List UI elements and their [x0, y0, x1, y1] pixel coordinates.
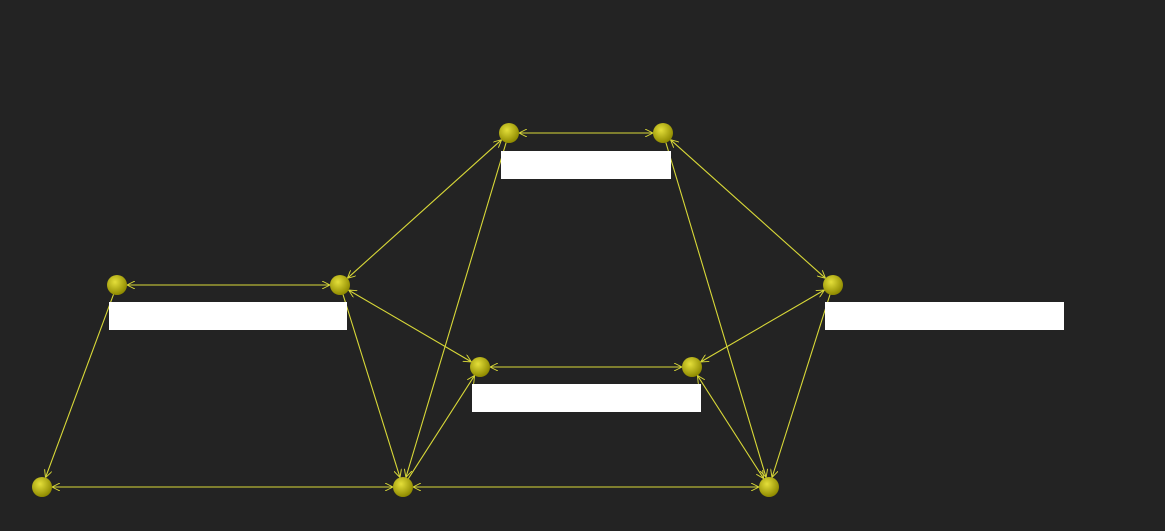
- edge-n6-n8: [697, 375, 763, 478]
- edge-n3-n8: [665, 142, 766, 478]
- node-n7[interactable]: [823, 275, 843, 295]
- node-n10[interactable]: [107, 275, 127, 295]
- edge-n1-n5: [349, 290, 472, 362]
- label-box-right: [825, 302, 1064, 330]
- node-n3[interactable]: [653, 123, 673, 143]
- label-box-left: [109, 302, 347, 330]
- node-n2[interactable]: [32, 477, 52, 497]
- node-n8[interactable]: [759, 477, 779, 497]
- edge-n7-n8: [772, 294, 831, 478]
- edge-n10-n2: [46, 294, 115, 477]
- edge-n1-n4: [347, 140, 501, 279]
- node-n9[interactable]: [393, 477, 413, 497]
- edge-n9-n5: [407, 375, 474, 479]
- node-n4[interactable]: [499, 123, 519, 143]
- nodes-layer: [32, 123, 843, 497]
- label-box-top: [501, 151, 671, 179]
- node-n6[interactable]: [682, 357, 702, 377]
- edge-n1-n9: [342, 294, 400, 478]
- edge-n3-n7: [671, 140, 826, 279]
- edge-n7-n6: [701, 290, 825, 362]
- edge-n4-n9: [406, 142, 507, 478]
- node-n5[interactable]: [470, 357, 490, 377]
- edges-layer: [46, 133, 831, 487]
- label-box-middle: [472, 384, 701, 412]
- node-n1[interactable]: [330, 275, 350, 295]
